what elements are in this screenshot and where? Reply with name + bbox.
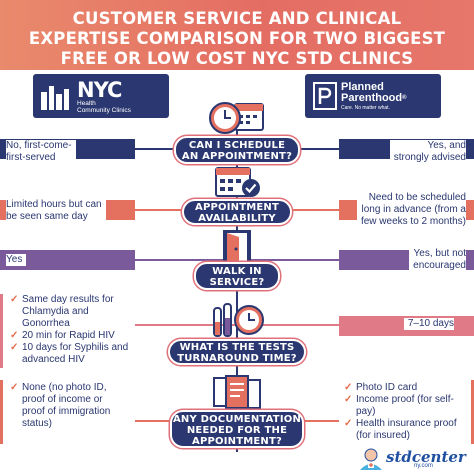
title-line-3: FREE OR LOW COST NYC STD CLINICS — [60, 49, 414, 68]
list-item: Health insurance proof (for insured) — [344, 418, 470, 442]
brand-name: stdcenter — [386, 448, 466, 466]
list-item: Same day results for Chlamydia and Gonor… — [10, 294, 132, 330]
pp-name: Planned Parenthood® — [341, 81, 407, 104]
stdcenter-logo: stdcenter ny.com — [358, 446, 470, 472]
row4-right-answer: 7–10 days — [403, 318, 454, 330]
title-line-1: CUSTOMER SERVICE AND CLINICAL — [72, 9, 402, 28]
row3-left-answer: Yes — [6, 254, 27, 266]
brand-domain: ny.com — [414, 463, 433, 469]
title-line-2: EXPERTISE COMPARISON FOR TWO BIGGEST — [28, 29, 446, 48]
doctor-mascot-icon — [360, 448, 382, 470]
list-item: Income proof (for self-pay) — [344, 394, 470, 418]
list-item: None (no photo ID, proof of income or pr… — [10, 382, 128, 430]
row1-left-answer: No, first-come-first-served — [6, 140, 76, 164]
list-item: 10 days for Syphilis and advanced HIV — [10, 342, 132, 366]
list-item: 20 min for Rapid HIV — [10, 330, 132, 342]
door-icon — [223, 230, 251, 262]
nyc-logo-subtext: Health Community Clinics — [77, 100, 131, 114]
nyc-health-logo: NYC Health Community Clinics — [33, 74, 169, 118]
page-title: CUSTOMER SERVICE AND CLINICAL EXPERTISE … — [0, 0, 474, 70]
test-tube-clock-icon — [213, 303, 264, 337]
planned-parenthood-logo: Planned Parenthood® Care. No matter what… — [305, 74, 441, 118]
calendar-clock-icon — [209, 102, 264, 134]
documents-icon — [213, 375, 261, 409]
row4-left-answer: Same day results for Chlamydia and Gonor… — [10, 294, 132, 366]
list-item: Photo ID card — [344, 382, 470, 394]
row5-left-answer: None (no photo ID, proof of income or pr… — [10, 382, 128, 430]
calendar-check-icon — [215, 167, 260, 197]
row5-right-answer: Photo ID card Income proof (for self-pay… — [344, 382, 470, 442]
pp-tagline: Care. No matter what. — [341, 105, 390, 111]
pp-mark-icon — [313, 82, 337, 110]
nyc-logo-text: NYC — [77, 78, 122, 102]
skyline-icon — [41, 86, 69, 110]
